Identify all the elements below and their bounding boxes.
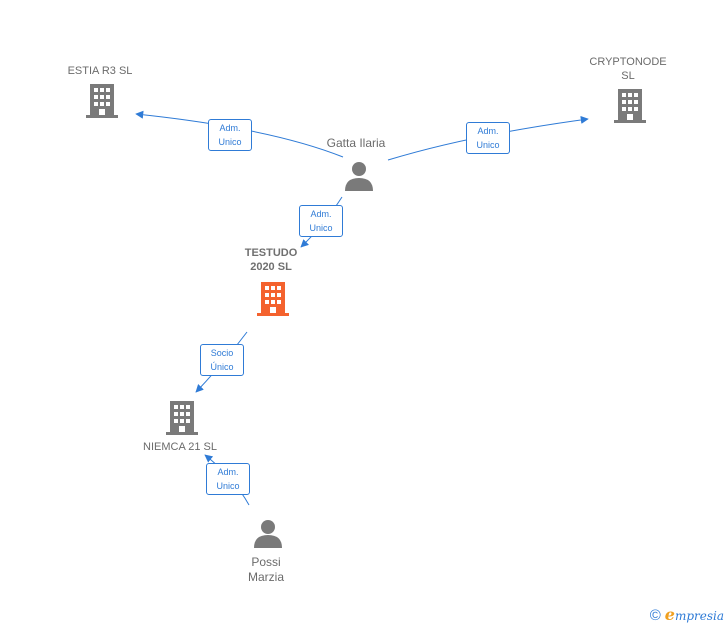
person-name-line: Gatta Ilaria xyxy=(326,136,386,150)
edge-gatta-estia xyxy=(135,110,344,158)
person-name-gatta[interactable]: Gatta Ilaria xyxy=(300,136,412,151)
edge-label-gatta-testudo: Adm. Unico xyxy=(299,205,343,237)
company-name-niemca[interactable]: NIEMCA 21 SL xyxy=(124,440,236,454)
person-icon-gatta xyxy=(345,162,373,191)
edge-label-possi-niemca: Adm. Unico xyxy=(206,463,250,495)
edge-label-testudo-niemca: Socio Único xyxy=(200,344,244,376)
brand-footer: © empresia xyxy=(650,605,724,624)
brand-logo[interactable]: empresia xyxy=(665,605,724,624)
person-name-line: Marzia xyxy=(247,570,284,584)
company-name-line: CRYPTONODE xyxy=(589,56,667,68)
person-icon-possi xyxy=(254,520,282,548)
company-name-cryptonode[interactable]: CRYPTONODE SL xyxy=(572,55,684,83)
company-name-line: SL xyxy=(621,70,635,82)
edge-label-line: Adm. xyxy=(310,209,332,219)
edge-label-line: Unico xyxy=(309,223,333,233)
company-building-icon-testudo xyxy=(257,282,289,316)
company-name-line: ESTIA R3 SL xyxy=(67,65,133,77)
brand-logo-initial: e xyxy=(664,605,675,624)
brand-logo-text: mpresia xyxy=(674,609,724,623)
edge-label-line: Unico xyxy=(216,481,240,491)
company-name-testudo[interactable]: TESTUDO 2020 SL xyxy=(215,246,327,274)
edge-label-line: Adm. xyxy=(217,467,239,477)
company-building-icon-cryptonode xyxy=(614,89,646,123)
company-name-line: NIEMCA 21 SL xyxy=(143,441,217,453)
edge-label-gatta-cryptonode: Adm. Unico xyxy=(466,122,510,154)
edge-label-line: Adm. xyxy=(477,126,499,136)
edge-label-line: Unico xyxy=(476,140,500,150)
edge-label-line: Unico xyxy=(218,137,242,147)
company-name-estia[interactable]: ESTIA R3 SL xyxy=(44,64,156,78)
edge-label-line: Único xyxy=(210,362,234,372)
company-name-line: 2020 SL xyxy=(250,261,292,273)
company-name-line: TESTUDO xyxy=(244,247,298,259)
person-name-possi[interactable]: Possi Marzia xyxy=(210,555,322,585)
edge-label-gatta-estia: Adm. Unico xyxy=(208,119,252,151)
copyright-icon: © xyxy=(649,607,661,624)
person-name-line: Possi xyxy=(251,555,281,569)
company-building-icon-niemca xyxy=(166,401,198,435)
edge-label-line: Adm. xyxy=(219,123,241,133)
edge-label-line: Socio xyxy=(210,348,234,358)
company-building-icon-estia xyxy=(86,84,118,118)
